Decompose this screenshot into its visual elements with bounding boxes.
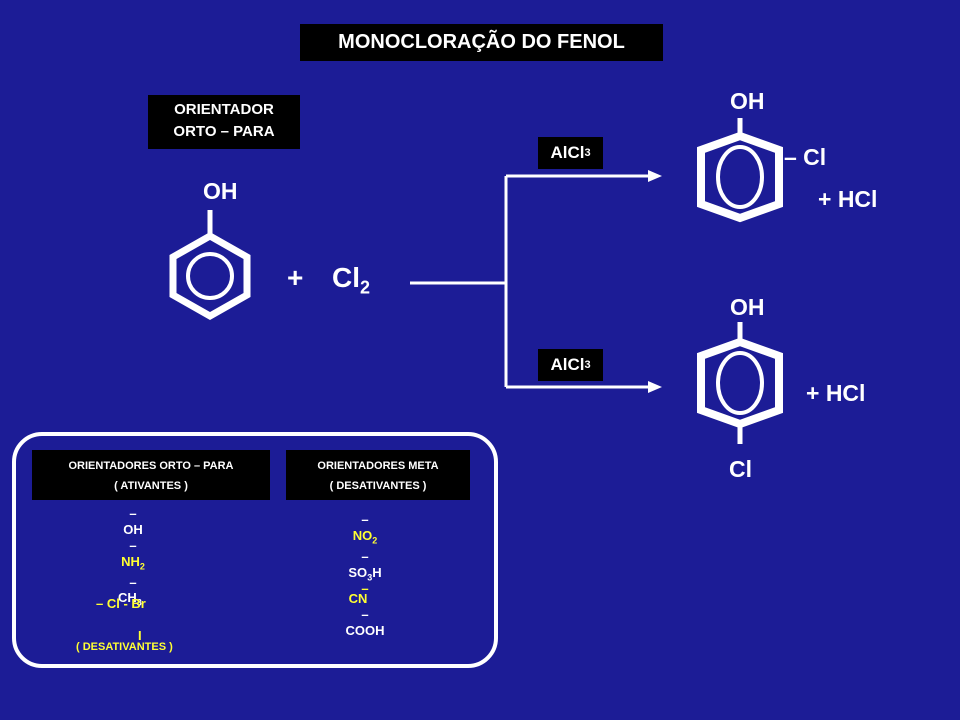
ortho-hcl-label: + HCl (818, 186, 878, 212)
orientador-line1: ORIENTADOR (174, 101, 274, 118)
legend-meta-header: ORIENTADORES META ( DESATIVANTES ) (286, 450, 470, 500)
meta-list: – NO2 – SO3H – CN – COOH (345, 512, 385, 639)
orientador-label: ORIENTADOR ORTO – PARA (148, 95, 300, 149)
ortho-para-list: – OH – NH2 – (121, 506, 145, 590)
ortho-product-ring (697, 118, 783, 223)
para-hcl-label: + HCl (806, 380, 866, 406)
ortho-oh-label: OH (730, 88, 765, 114)
plus-sign: + (287, 262, 304, 293)
phenol-ring (169, 210, 251, 321)
orientador-line2: ORTO – PARA (173, 123, 275, 140)
para-product-ring (697, 322, 783, 444)
para-cl-label: Cl (729, 456, 752, 482)
ortho-para-halogen-note: ( DESATIVANTES ) (76, 641, 173, 653)
arrow-upper-head (648, 170, 662, 182)
legend-ortho-para-header: ORIENTADORES ORTO – PARA ( ATIVANTES ) (32, 450, 270, 500)
reactant-oh-label: OH (203, 178, 238, 204)
chlorine-reagent: Cl2 (332, 262, 371, 298)
para-oh-label: OH (730, 294, 765, 320)
ortho-para-iodine: I (138, 628, 142, 643)
legend-frame (12, 432, 498, 668)
ortho-cl-label: – Cl (784, 144, 827, 170)
arrow-lower-head (648, 381, 662, 393)
ortho-para-halogens: – Cl - Br (96, 596, 146, 611)
ortho-para-ch3: CH3 (118, 590, 142, 608)
page-title: MONOCLORAÇÃO DO FENOL (300, 24, 663, 61)
